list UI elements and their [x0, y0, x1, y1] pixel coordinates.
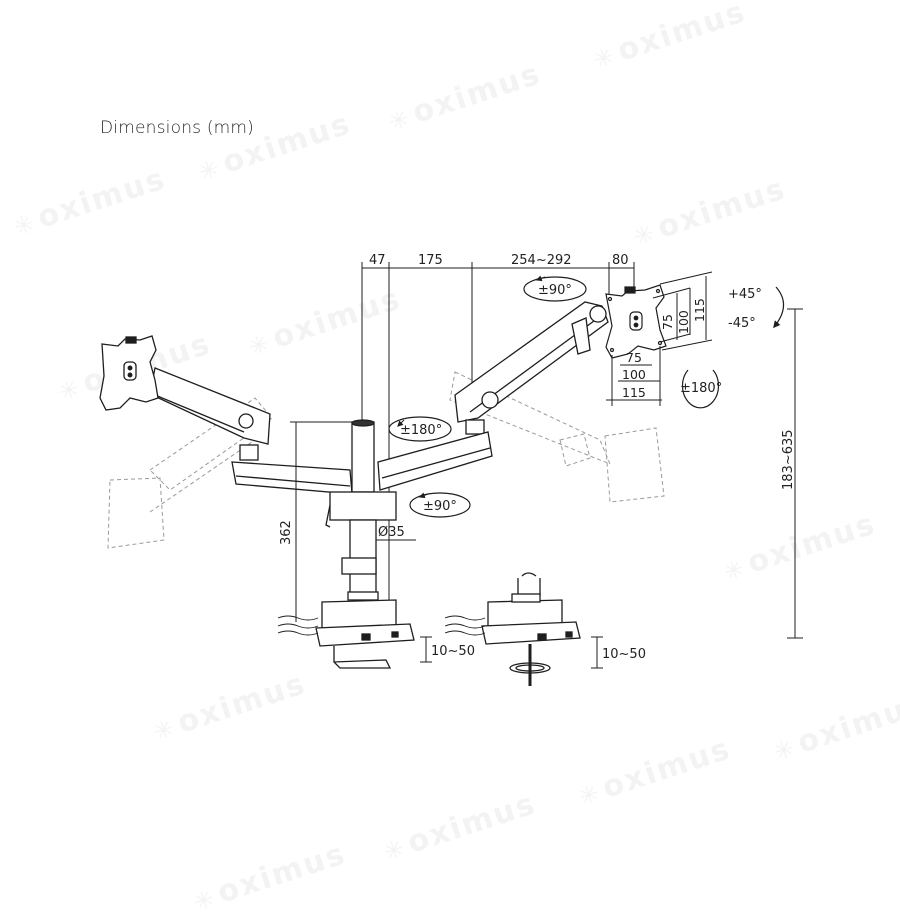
rotation-label: ±180°: [400, 423, 442, 438]
height-range-dimension: [787, 308, 803, 639]
clamp-thickness-label: 10~50: [431, 644, 475, 659]
grommet-thickness-dimension: [591, 636, 603, 669]
pole-diameter-label: Ø35: [378, 525, 405, 540]
height-range-label: 183~635: [781, 429, 796, 490]
vesa-vertical-75: 75: [660, 314, 675, 330]
dim-second-arm: 254~292: [511, 253, 572, 268]
monitor-arm-right: [377, 301, 609, 491]
page-title: Dimensions (mm): [100, 118, 255, 138]
tilt-down-label: -45°: [728, 316, 756, 331]
rotation-label: ±180°: [680, 381, 722, 396]
rotation-arm-swivel: ±90°: [523, 275, 587, 302]
vesa-plate-right: [605, 284, 667, 359]
vesa-horizontal-115: 115: [622, 385, 646, 400]
monitor-arm-left: [99, 335, 353, 495]
grommet-thickness-label: 10~50: [602, 647, 646, 662]
vesa-vertical-100: 100: [676, 310, 691, 334]
rotation-screen: ±180°: [680, 363, 722, 409]
dim-pole-offset: 47: [369, 253, 386, 268]
vesa-dimensions: [606, 271, 713, 406]
pole: [325, 419, 397, 601]
pole-height-label: 362: [279, 520, 294, 545]
dim-head: 80: [612, 253, 629, 268]
desk-clamp: [315, 599, 415, 669]
desk-surface-right: [444, 615, 486, 636]
rotation-joint-swivel: ±180°: [388, 416, 452, 442]
rotation-label: ±90°: [423, 499, 457, 514]
dimension-diagram: 47 175 254~292 80 ±90° ±180° ±90° ±180° …: [99, 253, 803, 686]
top-dimension-line: [361, 262, 635, 610]
vesa-horizontal-100: 100: [622, 367, 646, 382]
rotation-base-swivel: ±90°: [409, 492, 471, 518]
vesa-horizontal-75: 75: [626, 350, 642, 365]
vesa-vertical-115: 115: [692, 298, 707, 322]
ghost-arm-right: [449, 371, 665, 503]
rotation-label: ±90°: [538, 283, 572, 298]
rotation-tilt: +45° -45°: [728, 286, 785, 331]
dim-first-arm: 175: [418, 253, 443, 268]
pole-height-dimension: [290, 421, 352, 622]
tilt-up-label: +45°: [728, 287, 762, 302]
clamp-thickness-dimension: [420, 636, 432, 663]
grommet-mount: [481, 572, 581, 686]
desk-surface-left: [277, 615, 319, 636]
